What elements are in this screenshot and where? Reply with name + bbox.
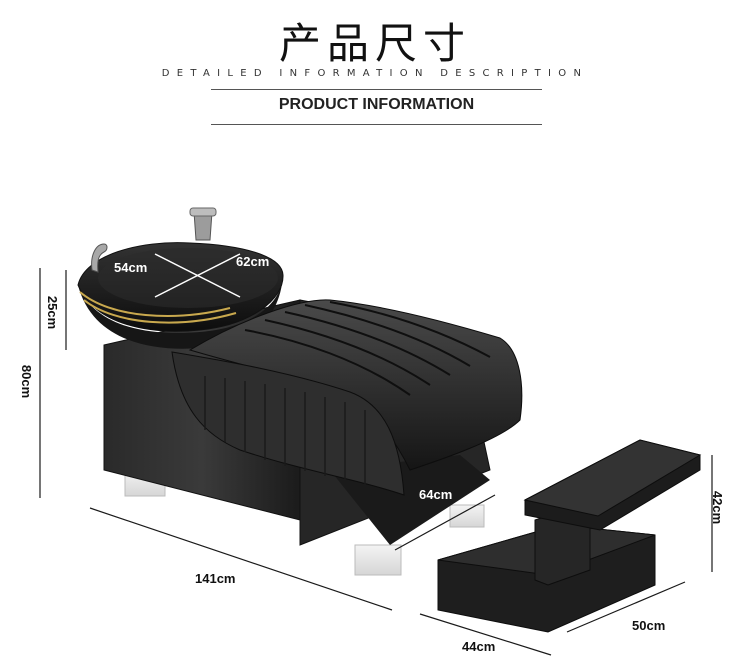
dim-total-length: 141cm xyxy=(195,571,236,586)
dim-basin-height: 25cm xyxy=(45,295,61,330)
dim-basin-width: 54cm xyxy=(114,260,148,275)
side-panel xyxy=(171,351,405,496)
dim-stool-depth: 50cm xyxy=(632,618,666,633)
title-chinese: 产品尺寸 xyxy=(278,19,471,68)
divider-bottom xyxy=(211,124,542,125)
seat-cushion xyxy=(188,299,523,471)
section-label: PRODUCT INFORMATION xyxy=(278,96,475,113)
dimension-lines xyxy=(39,268,713,656)
dim-stool-width: 44cm xyxy=(462,639,496,654)
dim-total-height: 80cm xyxy=(19,364,35,399)
foot-stool xyxy=(437,439,702,633)
chair-feet xyxy=(124,469,485,576)
divider-top xyxy=(211,89,542,90)
dim-basin-length: 62cm xyxy=(236,254,270,269)
dim-seat-depth: 64cm xyxy=(419,487,453,502)
dim-stool-height: 42cm xyxy=(710,490,726,525)
subtitle: DETAILED INFORMATION DESCRIPTION xyxy=(161,68,589,79)
